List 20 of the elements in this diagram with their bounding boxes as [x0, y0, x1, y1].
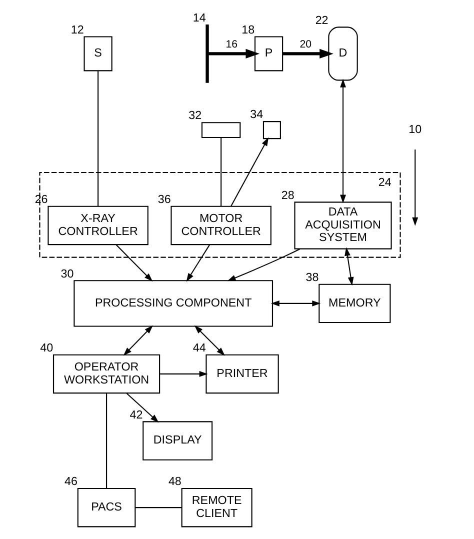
node-label: 14 — [192, 12, 206, 25]
node-label: 36 — [157, 193, 170, 206]
node-label: 26 — [34, 193, 48, 206]
node-label: 48 — [168, 475, 181, 488]
node-label: 28 — [280, 188, 294, 202]
node-label: 24 — [378, 176, 391, 190]
node-label: 42 — [129, 408, 142, 422]
edge-label: 16 — [225, 38, 238, 50]
node-text: 10 — [408, 123, 422, 136]
node-label: 38 — [305, 270, 318, 284]
node-label: 12 — [70, 23, 84, 36]
node-label: 30 — [60, 267, 74, 280]
node-label: 40 — [40, 341, 53, 354]
node-label: 18 — [241, 23, 254, 36]
node-label: 44 — [192, 341, 206, 354]
node-label: 34 — [250, 108, 263, 122]
edge-label: 20 — [299, 38, 312, 50]
node-label: 32 — [188, 109, 202, 122]
node-label: 46 — [64, 475, 77, 488]
node-label: 22 — [314, 14, 328, 27]
